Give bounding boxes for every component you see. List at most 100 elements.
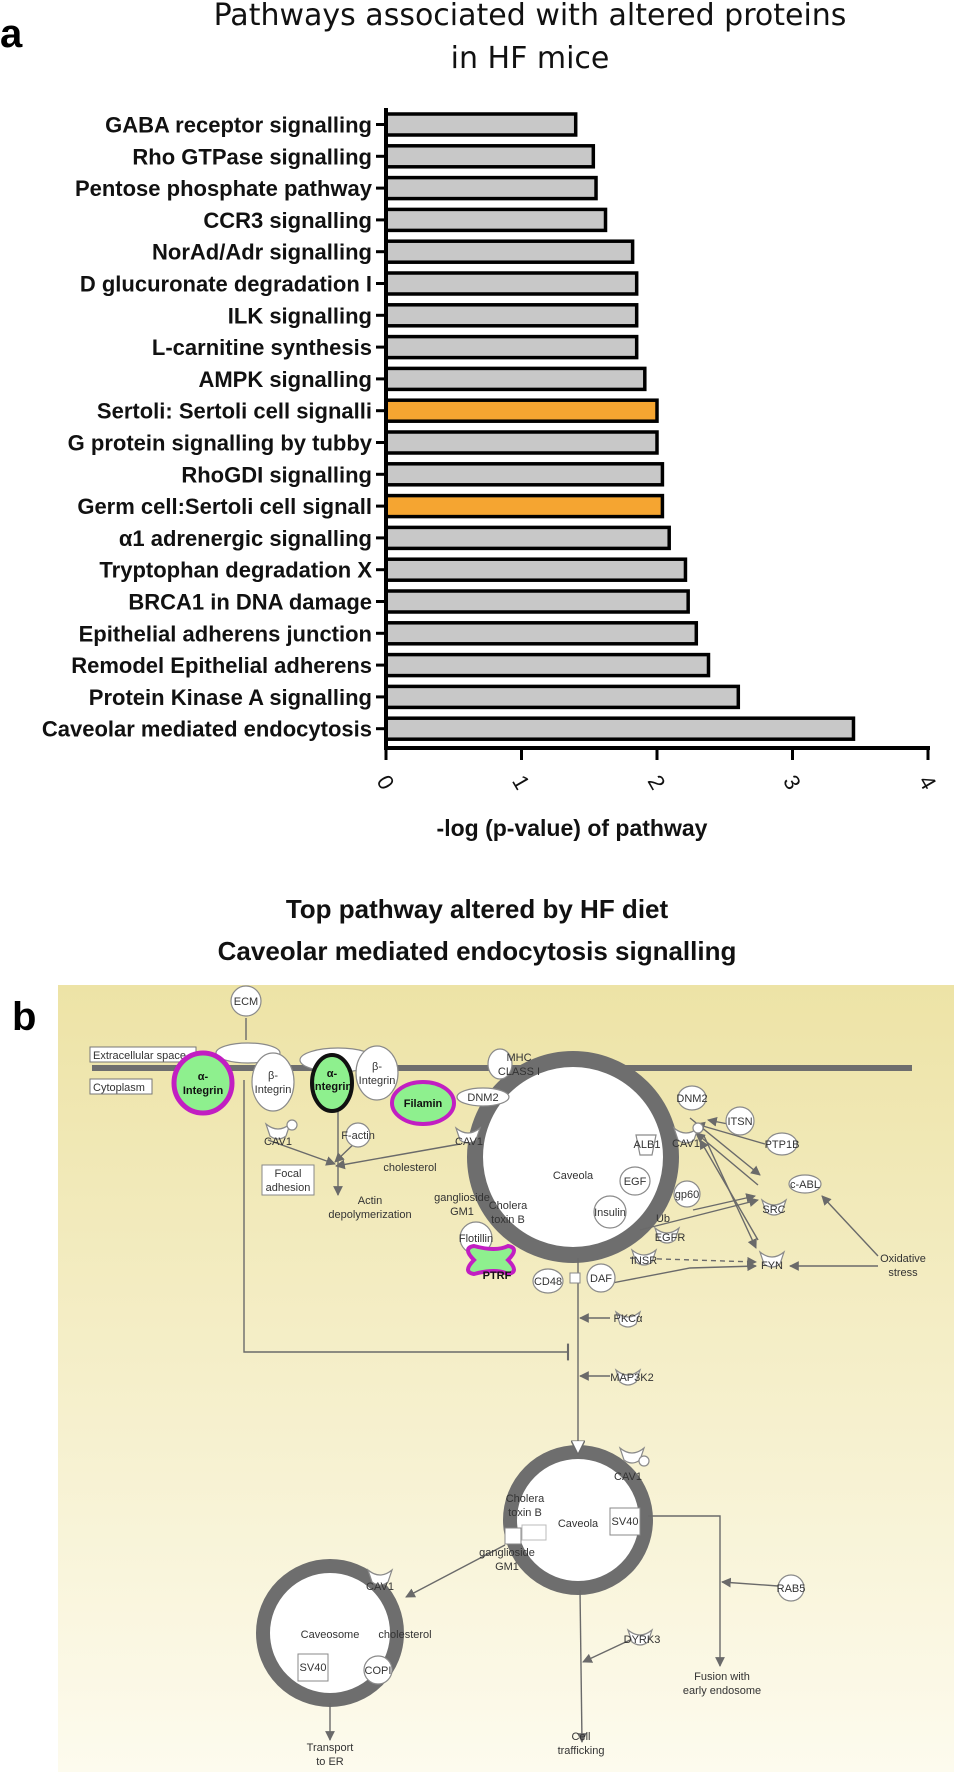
svg-text:CAV1: CAV1 (366, 1581, 394, 1593)
svg-text:MAP3K2: MAP3K2 (610, 1372, 653, 1384)
svg-text:Cholera: Cholera (506, 1493, 545, 1505)
node-beta-integrin-2 (355, 1045, 399, 1101)
svg-text:SV40: SV40 (612, 1516, 639, 1528)
category-label-18: Protein Kinase A signalling (89, 685, 372, 710)
svg-text:β-: β- (268, 1070, 278, 1082)
panel-b-title-line-2: Caveolar mediated endocytosis signalling (218, 936, 737, 966)
svg-text:c-ABL: c-ABL (790, 1179, 820, 1191)
node-src (760, 1198, 788, 1216)
node-cav1-c (672, 1126, 700, 1144)
bar-8 (384, 366, 647, 392)
node-egfr (653, 1226, 681, 1244)
svg-text:DNM2: DNM2 (467, 1092, 498, 1104)
x-tick-label-4: 4 (914, 771, 942, 794)
svg-text:CAV1: CAV1 (455, 1136, 483, 1148)
caveosome-ring (256, 1559, 404, 1707)
svg-text:INSR: INSR (631, 1255, 657, 1267)
svg-text:EGF: EGF (624, 1176, 647, 1188)
bar-5 (384, 271, 639, 296)
svg-text:Insulin: Insulin (594, 1207, 626, 1219)
svg-text:DNM2: DNM2 (676, 1093, 707, 1105)
cytoplasm-label: Cytoplasm (93, 1082, 145, 1094)
bar-7 (384, 334, 639, 360)
category-label-6: ILK signalling (228, 303, 372, 328)
category-label-5: D glucuronate degradation I (80, 272, 372, 297)
pathway-nodes: ECM α- Integrin β- Integrin α- Integrin … (171, 985, 926, 1768)
svg-text:RAB5: RAB5 (777, 1583, 806, 1595)
svg-text:ganglioside: ganglioside (479, 1547, 535, 1559)
node-focal-adhesion (261, 1164, 315, 1196)
node-gp60 (673, 1180, 701, 1208)
x-tick-label-2: 2 (643, 771, 671, 794)
category-label-7: L-carnitine synthesis (152, 335, 372, 360)
svg-text:adhesion: adhesion (266, 1182, 311, 1194)
bar-11 (384, 462, 665, 487)
bar-13 (384, 525, 671, 551)
svg-text:trafficking: trafficking (558, 1745, 605, 1757)
svg-text:Caveola: Caveola (558, 1518, 599, 1530)
bar-3 (384, 207, 608, 233)
category-label-13: α1 adrenergic signalling (119, 526, 372, 551)
category-label-1: Rho GTPase signalling (132, 144, 372, 169)
svg-text:CAV1: CAV1 (614, 1471, 642, 1483)
svg-text:SV40: SV40 (300, 1662, 327, 1674)
bar-0 (384, 112, 578, 137)
svg-text:DAF: DAF (590, 1273, 612, 1285)
bar-10 (384, 430, 659, 455)
svg-text:to ER: to ER (316, 1756, 344, 1768)
node-alb1 (635, 1134, 657, 1156)
node-insulin (593, 1195, 627, 1229)
category-label-3: CCR3 signalling (203, 208, 372, 233)
svg-text:ganglioside: ganglioside (434, 1192, 490, 1204)
svg-text:Integrin: Integrin (359, 1075, 396, 1087)
node-cav1-b (454, 1126, 482, 1144)
bar-12 (384, 493, 665, 519)
panel-b-letter: b (12, 995, 36, 1039)
bar-18 (384, 684, 741, 710)
node-filamin (390, 1080, 456, 1126)
svg-text:Integrin: Integrin (312, 1081, 353, 1093)
node-dnm2-b (677, 1085, 707, 1111)
node-ptp1b (766, 1132, 798, 1156)
node-ecm (230, 985, 262, 1017)
x-tick-label-0: 0 (372, 771, 400, 794)
svg-text:Oxidative: Oxidative (880, 1253, 926, 1265)
extracellular-label: Extracellular space (93, 1050, 186, 1062)
svg-text:Caveola: Caveola (553, 1170, 594, 1182)
bar-9 (384, 398, 659, 423)
svg-text:CAV1: CAV1 (264, 1136, 292, 1148)
svg-text:CAV1: CAV1 (672, 1138, 700, 1150)
svg-text:CLASS I: CLASS I (498, 1066, 540, 1078)
bar-16 (384, 621, 699, 646)
category-label-11: RhoGDI signalling (181, 462, 372, 487)
svg-text:PTRF: PTRF (483, 1270, 512, 1282)
node-mhc (487, 1048, 513, 1080)
node-sv40-2 (297, 1653, 329, 1682)
svg-text:Caveosome: Caveosome (301, 1629, 360, 1641)
svg-text:DYRK3: DYRK3 (624, 1634, 661, 1646)
label-alpha-integrin-1a: α- (198, 1071, 209, 1083)
svg-text:Transport: Transport (307, 1742, 354, 1754)
svg-text:Cell: Cell (572, 1731, 591, 1743)
node-daf (586, 1263, 616, 1293)
svg-text:β-: β- (372, 1061, 382, 1073)
svg-text:MHC: MHC (506, 1052, 531, 1064)
svg-text:PKCα: PKCα (614, 1313, 644, 1325)
category-label-15: BRCA1 in DNA damage (128, 590, 372, 615)
bar-19 (384, 716, 856, 741)
label-alpha-integrin-1b: Integrin (183, 1085, 224, 1097)
node-sv40-1 (609, 1507, 641, 1536)
node-pkca (614, 1310, 642, 1328)
svg-text:GM1: GM1 (450, 1206, 474, 1218)
category-label-16: Epithelial adherens junction (79, 621, 372, 646)
node-alpha-integrin-2 (310, 1053, 354, 1113)
svg-text:α-: α- (327, 1068, 338, 1080)
svg-text:Fusion with: Fusion with (694, 1671, 750, 1683)
svg-text:toxin B: toxin B (508, 1507, 542, 1519)
x-tick-label-3: 3 (778, 771, 806, 794)
panel-a-letter: a (0, 12, 23, 56)
node-beta-integrin-1 (251, 1052, 295, 1112)
bar-2 (384, 175, 598, 201)
category-label-17: Remodel Epithelial adherens (71, 653, 372, 678)
